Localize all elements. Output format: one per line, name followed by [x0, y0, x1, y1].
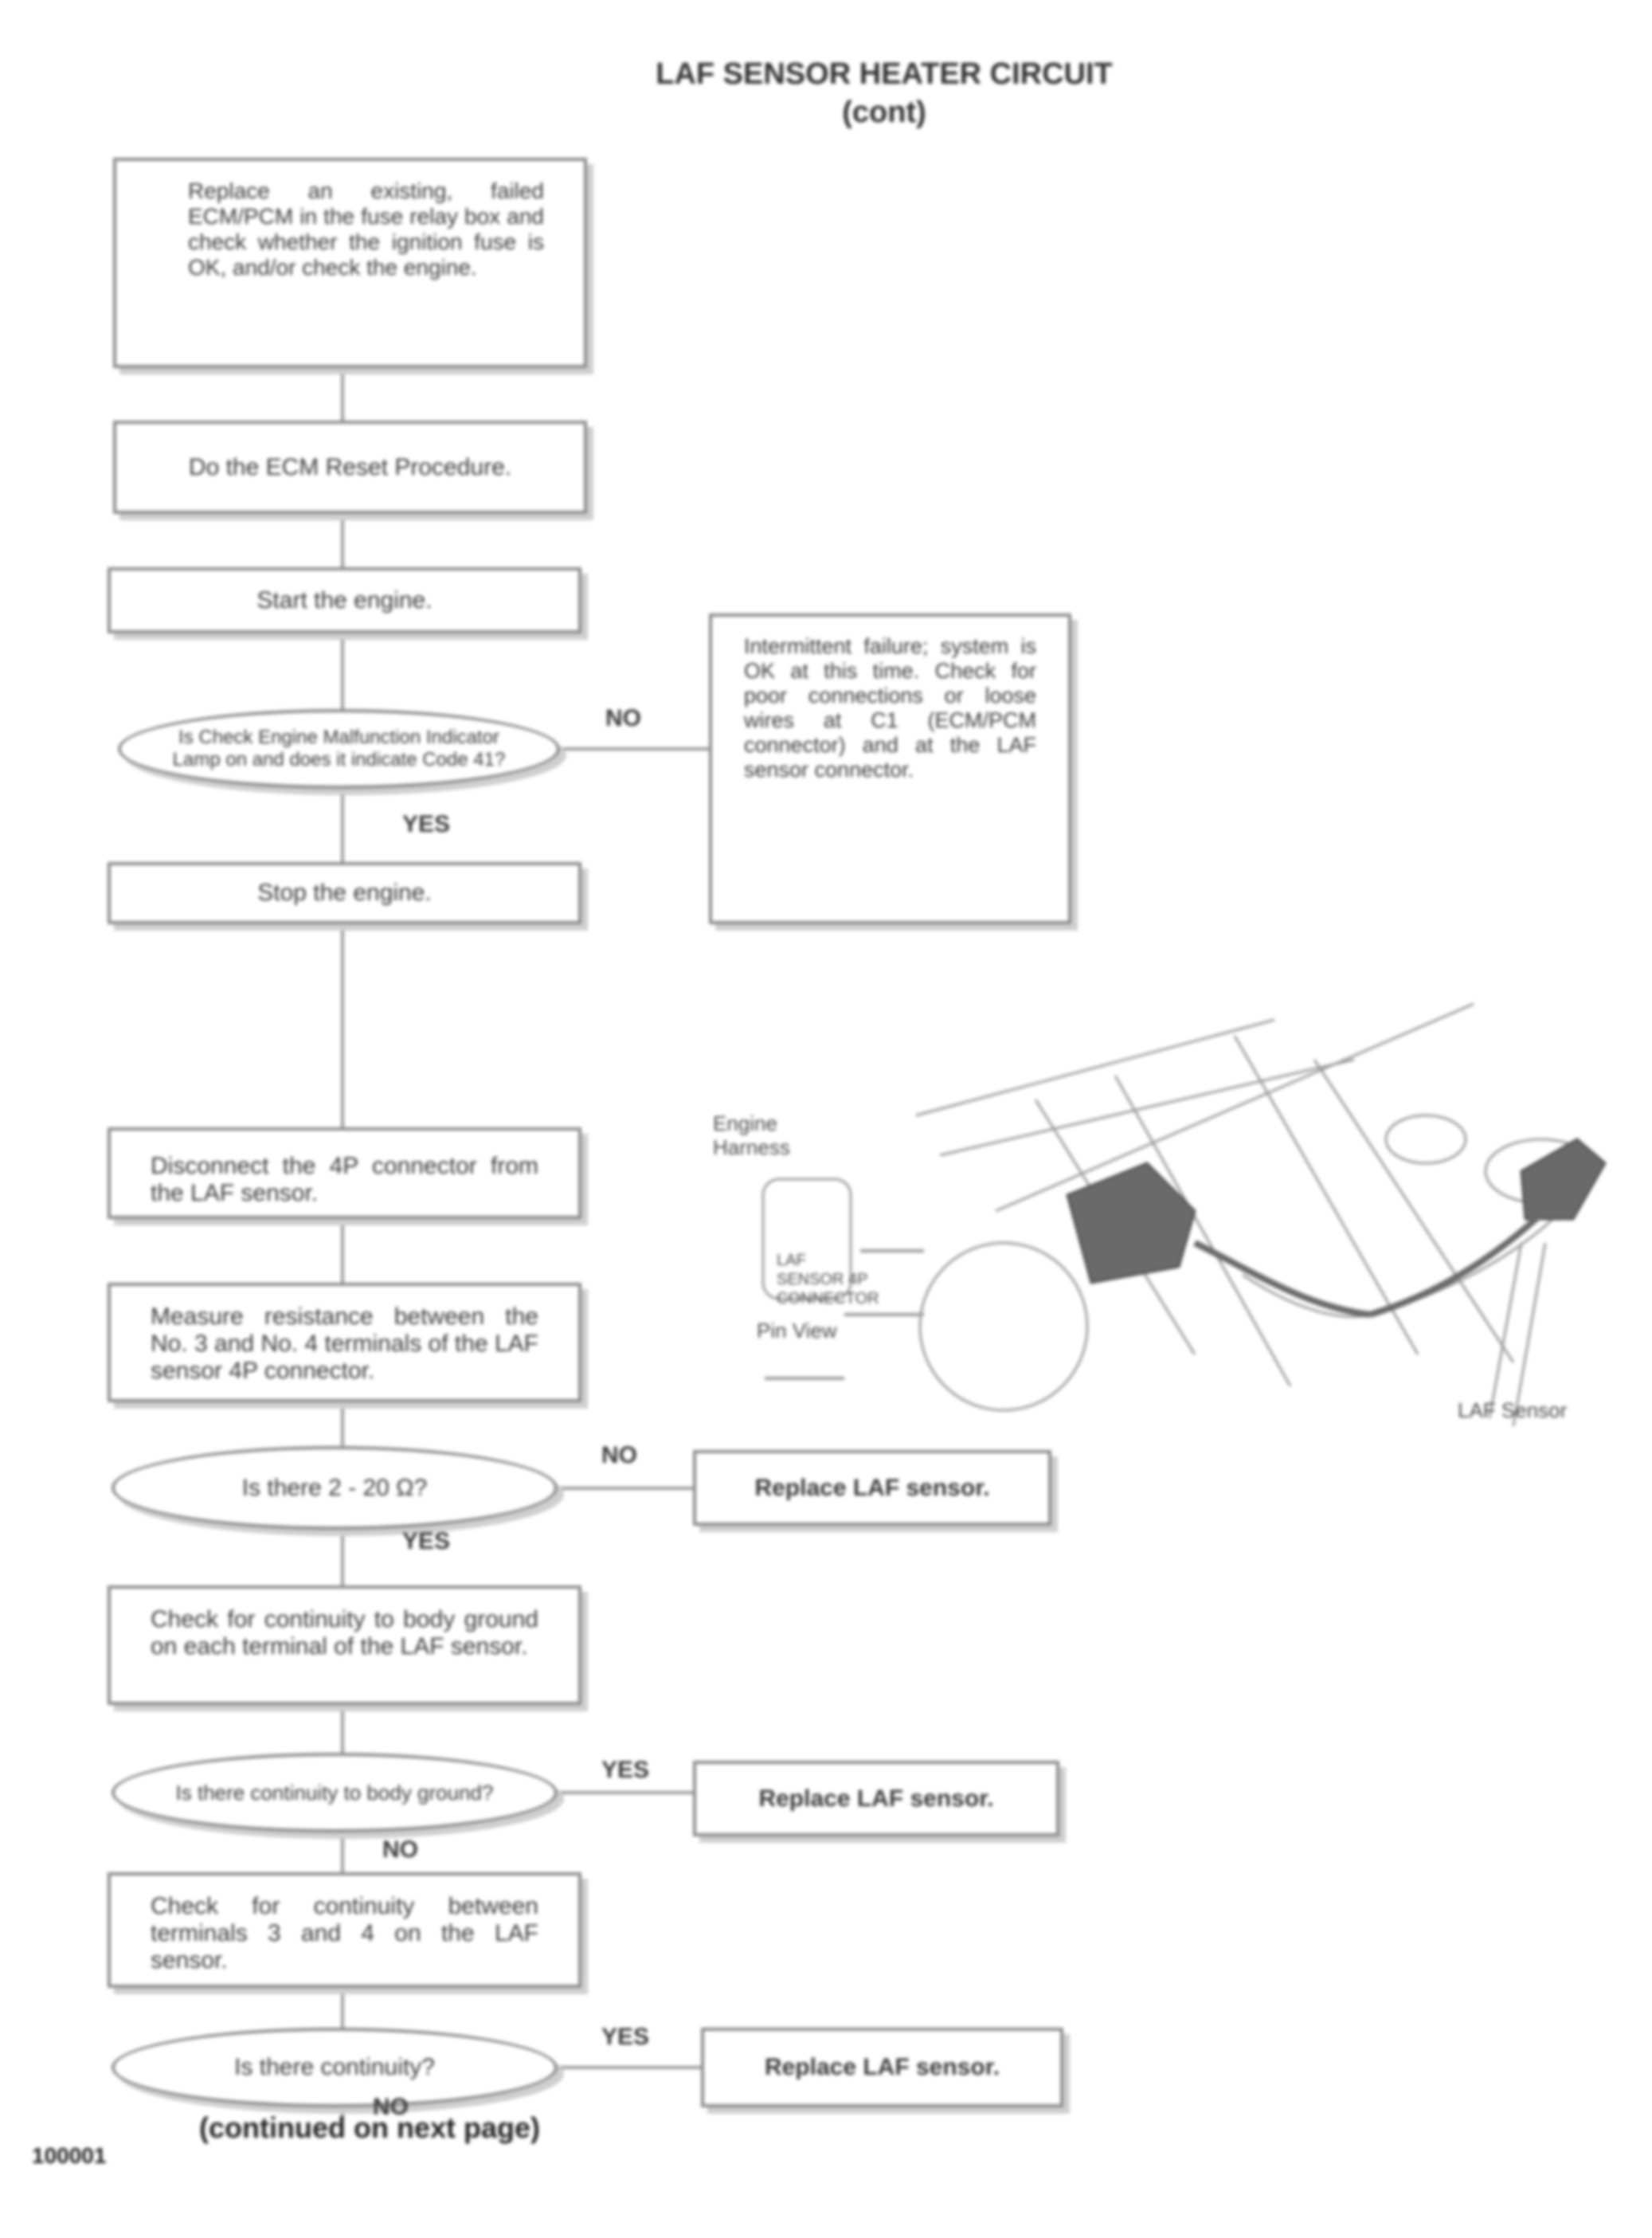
- note-intermittent-failure: Intermittent failure; system is OK at th…: [709, 613, 1071, 924]
- branch-yes-3: YES: [601, 1757, 650, 1783]
- step-ecm-reset: Do the ECM Reset Procedure.: [113, 421, 587, 514]
- decision-mil-code41: Is Check Engine Malfunction Indicator La…: [118, 709, 560, 789]
- step-stop-engine: Stop the engine.: [108, 862, 581, 924]
- branch-no-4: NO: [373, 2094, 409, 2120]
- label-laf-4p-connector: LAF SENSOR 4P CONNECTOR: [777, 1252, 879, 1307]
- branch-no-1: NO: [605, 705, 641, 731]
- step-start-engine: Start the engine.: [108, 567, 581, 633]
- label-pin-view: Pin View: [757, 1319, 837, 1342]
- laf-connector-shape: [1066, 1138, 1607, 1284]
- result-replace-laf-3: Replace LAF sensor.: [701, 2028, 1063, 2107]
- decision-continuity: Is there continuity?: [112, 2028, 558, 2107]
- page-subtitle: (cont): [842, 96, 926, 129]
- result-replace-laf-2: Replace LAF sensor.: [693, 1761, 1059, 1836]
- step-check-continuity-terminals: Check for continuity between terminals 3…: [108, 1872, 581, 1988]
- page-title: LAF SENSOR HEATER CIRCUIT: [656, 57, 1113, 91]
- step-check-continuity-ground: Check for continuity to body ground on e…: [108, 1585, 581, 1705]
- decision-continuity-ground: Is there continuity to body ground?: [112, 1753, 558, 1832]
- branch-no-3: NO: [382, 1836, 418, 1863]
- step-replace-ecm: Replace an existing, failed ECM/PCM in t…: [113, 158, 587, 368]
- step-disconnect-connector: Disconnect the 4P connector from the LAF…: [108, 1127, 581, 1219]
- branch-yes-2: YES: [402, 1528, 451, 1554]
- decision-resistance: Is there 2 - 20 Ω?: [112, 1446, 558, 1530]
- harness-cable: [1193, 1193, 1564, 1318]
- branch-no-2: NO: [601, 1442, 637, 1468]
- figure-code: 100001: [32, 2143, 107, 2168]
- branch-yes-4: YES: [601, 2024, 650, 2050]
- step-measure-resistance: Measure resistance between the No. 3 and…: [108, 1283, 581, 1402]
- label-engine-harness: Engine Harness: [713, 1111, 790, 1159]
- continued-next-page: (continued on next page): [199, 2111, 540, 2144]
- branch-yes-1: YES: [402, 811, 451, 837]
- label-laf-sensor: LAF Sensor: [1458, 1398, 1568, 1422]
- result-replace-laf-1: Replace LAF sensor.: [693, 1450, 1051, 1526]
